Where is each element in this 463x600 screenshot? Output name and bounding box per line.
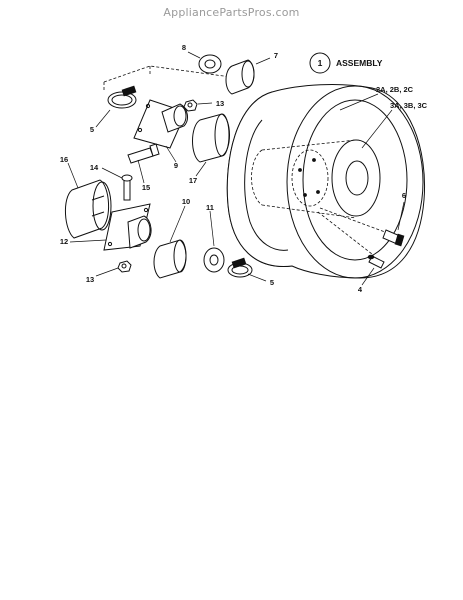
part-14-pin	[121, 174, 133, 201]
callout-6: 6	[402, 191, 406, 200]
assembly-text: ASSEMBLY	[336, 58, 383, 68]
part-6-lug-bolt	[382, 229, 405, 247]
callout-2: 2A, 2B, 2C	[376, 85, 414, 94]
part-15-bolt	[127, 143, 160, 164]
callout-7: 7	[274, 51, 278, 60]
part-11-bearing	[203, 247, 225, 273]
part-16-bushing	[65, 179, 112, 239]
assembly-label: 1 ASSEMBLY	[309, 52, 383, 74]
callout-14: 14	[90, 163, 99, 172]
part-4-valve-stem	[367, 254, 385, 269]
part-12-bracket	[103, 203, 152, 251]
callout-11: 11	[206, 203, 214, 212]
callout-labels: 8 7 5 13 9 15 17 16 14 12 13 10 11 5 2A,…	[60, 43, 428, 294]
callout-5-bottom: 5	[270, 278, 274, 287]
leader-lines	[67, 51, 405, 286]
tire	[226, 84, 426, 279]
callout-13-top: 13	[216, 99, 224, 108]
callout-8: 8	[182, 43, 186, 52]
part-7-bushing	[225, 59, 255, 95]
callout-12: 12	[60, 237, 68, 246]
group-outline-top	[103, 65, 239, 92]
callout-4: 4	[358, 285, 363, 294]
part-17-spacer	[192, 113, 230, 163]
callout-15: 15	[142, 183, 150, 192]
callout-17: 17	[189, 176, 197, 185]
part-9-bracket	[133, 99, 188, 149]
part-13-nut-top	[183, 99, 198, 112]
callout-3: 3A, 3B, 3C	[390, 101, 428, 110]
callout-5-top: 5	[90, 125, 94, 134]
part-8-bearing	[198, 54, 222, 74]
part-13-nut-bottom	[117, 260, 132, 273]
part-10-spacer	[153, 239, 187, 279]
part-5-clamp-top	[107, 85, 137, 109]
part-5-clamp-bottom	[227, 257, 253, 278]
callout-10: 10	[182, 197, 190, 206]
callout-13-bottom: 13	[86, 275, 94, 284]
assembly-number: 1	[318, 58, 323, 68]
callout-9: 9	[174, 161, 178, 170]
callout-16: 16	[60, 155, 68, 164]
site-watermark: AppliancePartsPros.com	[163, 6, 300, 19]
